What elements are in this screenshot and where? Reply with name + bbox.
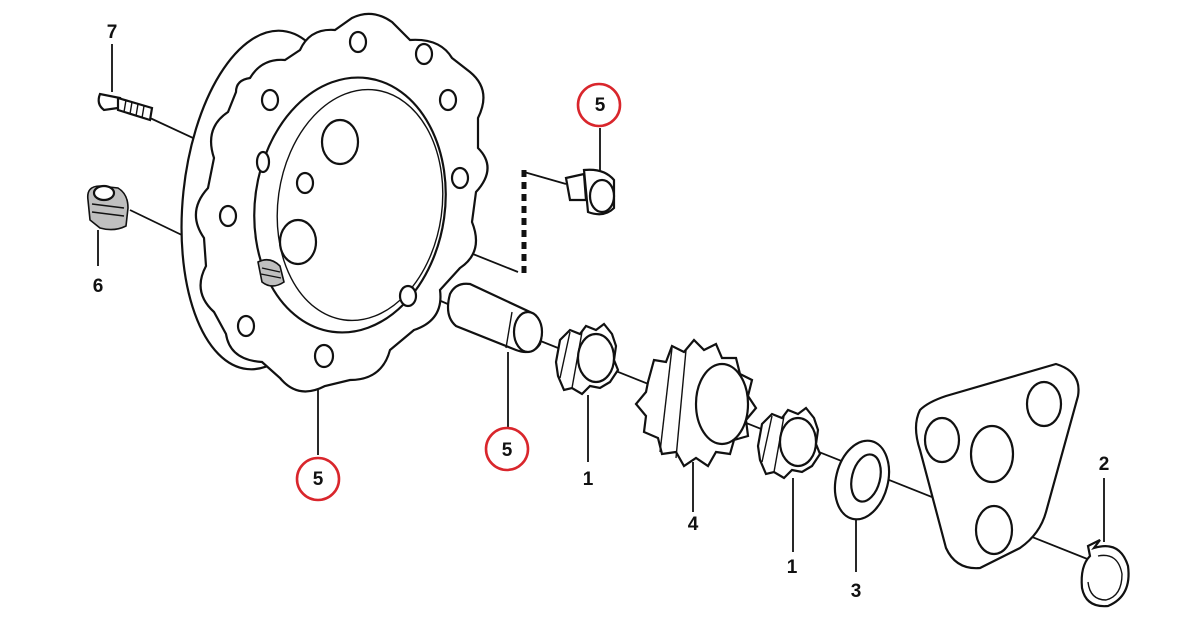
callout-1-left: 1 bbox=[583, 469, 594, 490]
callout-2: 2 bbox=[1099, 454, 1110, 475]
dashed-link bbox=[521, 170, 567, 274]
callout-3: 3 bbox=[851, 581, 862, 602]
callout-7: 7 bbox=[107, 22, 118, 43]
callouts: 7 6 5 5 5 1 4 1 3 2 bbox=[93, 22, 1110, 602]
triangular-plate bbox=[914, 362, 1080, 570]
housing-flange bbox=[180, 12, 489, 393]
callout-4: 4 bbox=[688, 514, 699, 535]
gear-part-1-right bbox=[756, 406, 822, 480]
circlip-part-2 bbox=[1080, 539, 1130, 608]
gear-part-4 bbox=[634, 338, 758, 468]
callout-5-pin: 5 bbox=[502, 440, 513, 461]
callout-6: 6 bbox=[93, 276, 104, 297]
highlight-circle-5-top bbox=[576, 82, 622, 128]
callout-5-top: 5 bbox=[595, 95, 606, 116]
gear-part-1-left bbox=[554, 322, 620, 396]
pin-part-5-top bbox=[564, 168, 616, 216]
highlight-circle-5-pin bbox=[484, 426, 530, 472]
plug-part-6 bbox=[86, 184, 129, 231]
pin-part-5-cylinder bbox=[446, 282, 544, 354]
highlight-circle-5-housing bbox=[295, 456, 341, 502]
washer-part-3 bbox=[833, 439, 891, 521]
screw-part-7 bbox=[97, 92, 154, 122]
highlight-circles bbox=[295, 82, 622, 502]
callout-1-right: 1 bbox=[787, 557, 798, 578]
callout-5-housing: 5 bbox=[313, 469, 324, 490]
